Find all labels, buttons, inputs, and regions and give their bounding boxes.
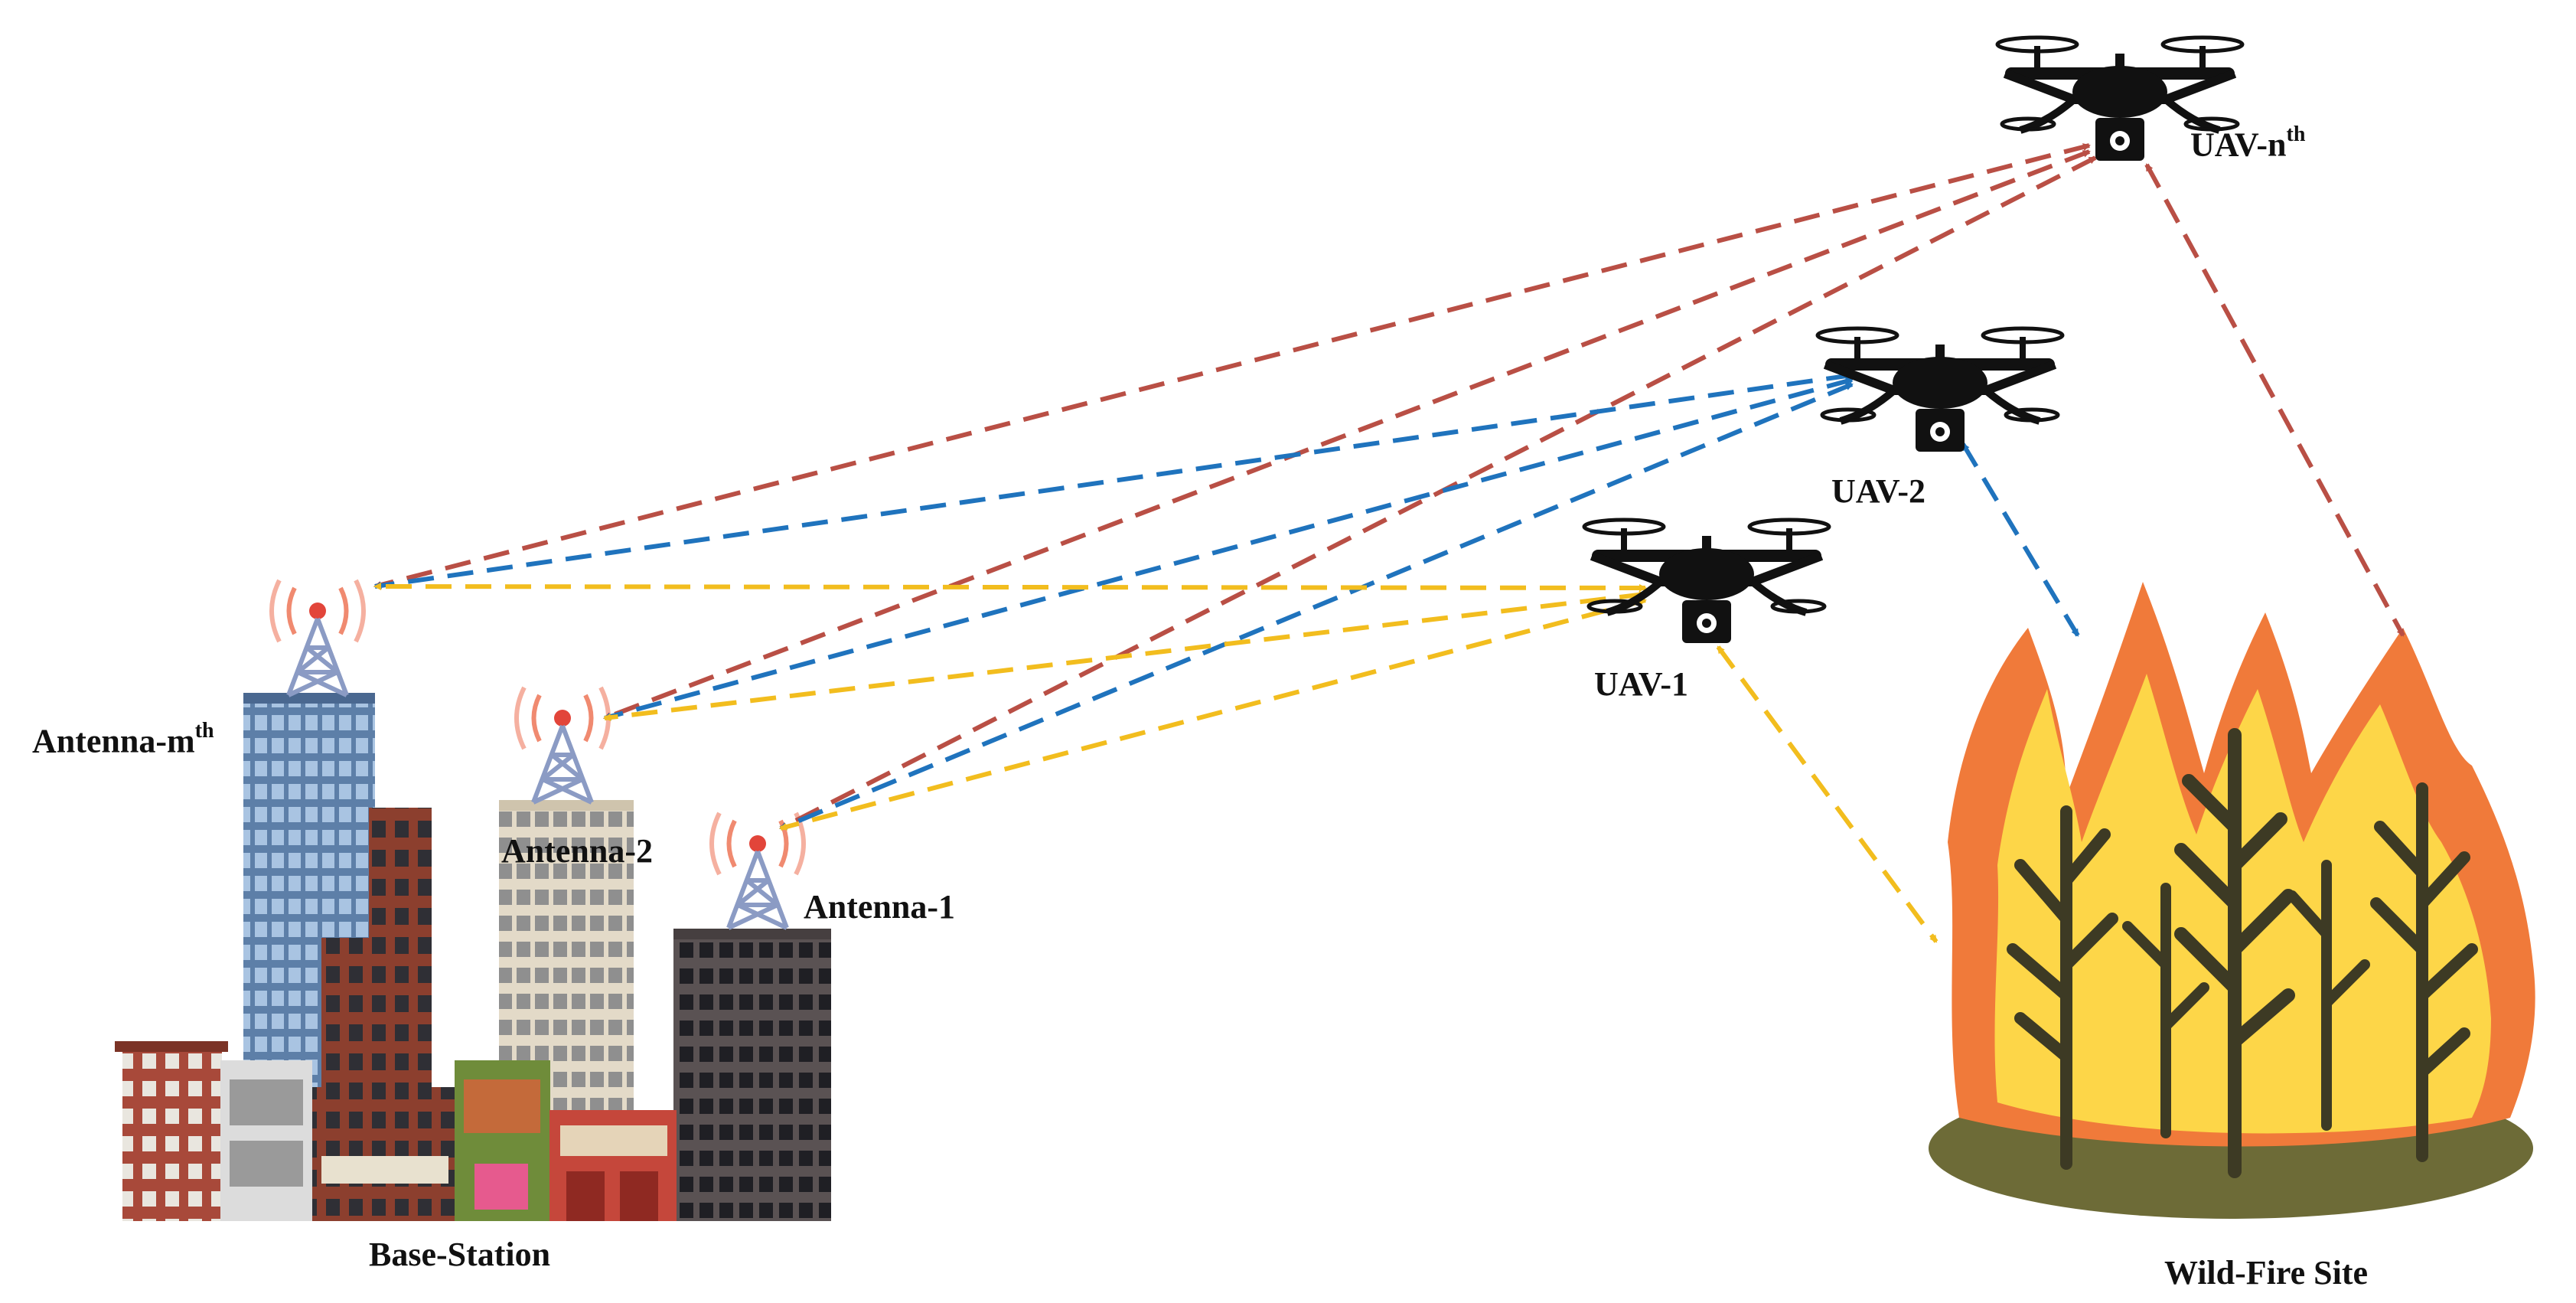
base-station-buildings xyxy=(115,693,831,1221)
uav-n-label: UAV-nth xyxy=(2190,124,2305,164)
wildfire-label-text: Wild-Fire Site xyxy=(2164,1254,2369,1292)
base-station-label: Base-Station xyxy=(369,1238,550,1272)
tree-2 xyxy=(2122,883,2209,1138)
uav-1-label: UAV-1 xyxy=(1594,668,1688,701)
antenna-1-label-text: Antenna-1 xyxy=(804,888,956,926)
antenna-m-label: Antenna-mth xyxy=(32,720,214,760)
wildfire-site xyxy=(1929,582,2535,1219)
antenna-m-label-text: Antenna-m xyxy=(32,722,195,760)
uav-1-drone xyxy=(1584,520,1829,643)
link-uav1-antenna-m xyxy=(373,583,1647,592)
flame-inner xyxy=(1994,674,2491,1134)
antenna-1-tower xyxy=(712,813,804,928)
uav-2-drone xyxy=(1818,328,2062,452)
link-uav2-wildfire xyxy=(1961,442,2080,637)
link-uavn-wildfire xyxy=(2144,163,2405,637)
building-grey xyxy=(673,938,831,1221)
uav-n-label-sup: th xyxy=(2286,122,2306,146)
wildfire-label: Wild-Fire Site xyxy=(2164,1256,2368,1290)
antenna-2-label: Antenna-2 xyxy=(501,834,653,868)
communication-links xyxy=(373,143,2405,943)
link-uavn-antenna-2 xyxy=(603,149,2091,720)
building-shop-brick xyxy=(312,1087,458,1221)
base-station-label-text: Base-Station xyxy=(369,1236,551,1273)
antenna-1-label: Antenna-1 xyxy=(804,890,955,924)
antenna-2-label-text: Antenna-2 xyxy=(501,832,654,870)
antenna-m-label-sup: th xyxy=(194,719,214,743)
tree-5 xyxy=(2370,782,2478,1162)
link-uav1-antenna-1 xyxy=(779,598,1647,831)
uav-n-label-text: UAV-n xyxy=(2190,126,2287,164)
building-shop-left xyxy=(122,1049,222,1221)
tree-4 xyxy=(2287,860,2370,1131)
uav-2-label: UAV-2 xyxy=(1831,475,1925,508)
antenna-2-tower xyxy=(517,687,608,802)
uav-1-label-text: UAV-1 xyxy=(1594,665,1689,703)
antenna-m-tower xyxy=(272,580,364,695)
uav-2-label-text: UAV-2 xyxy=(1831,472,1926,510)
tree-3 xyxy=(2174,728,2295,1178)
link-uav1-wildfire xyxy=(1716,645,1939,943)
tree-1 xyxy=(2007,805,2118,1170)
link-uav1-antenna-2 xyxy=(603,590,1647,722)
